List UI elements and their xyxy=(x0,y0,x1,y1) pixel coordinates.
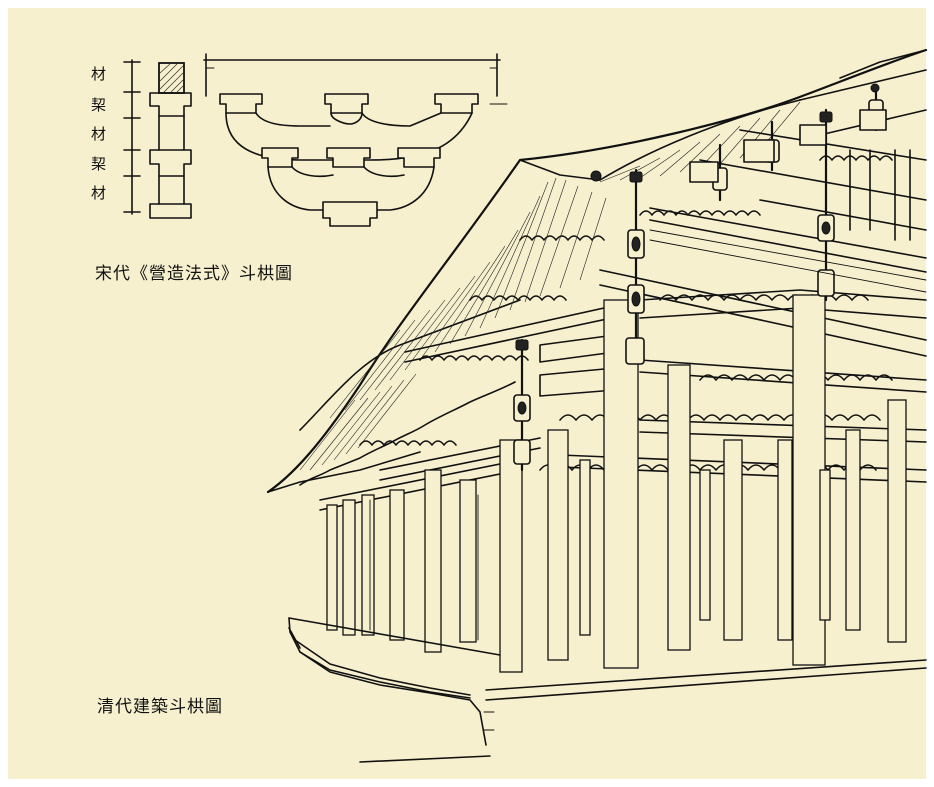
module-label-cai: 材 xyxy=(91,125,107,143)
song-diagram-caption: 宋代《營造法式》斗栱圖 xyxy=(95,264,293,284)
module-label-cai: 材 xyxy=(91,184,107,202)
columns xyxy=(326,294,907,673)
qing-diagram-caption: 清代建築斗栱圖 xyxy=(97,697,223,717)
roof-framing xyxy=(649,69,927,293)
cai-qi-module-diagram xyxy=(123,59,192,219)
roof-tile-hatching xyxy=(299,101,801,471)
suspension-rods xyxy=(513,83,884,472)
module-label-qi: 栔 xyxy=(91,96,107,114)
song-bracket-set-drawing xyxy=(203,53,508,227)
platform xyxy=(288,617,927,763)
module-label-qi: 栔 xyxy=(91,155,107,173)
qing-building-drawing xyxy=(266,48,928,763)
module-label-cai: 材 xyxy=(91,65,107,83)
